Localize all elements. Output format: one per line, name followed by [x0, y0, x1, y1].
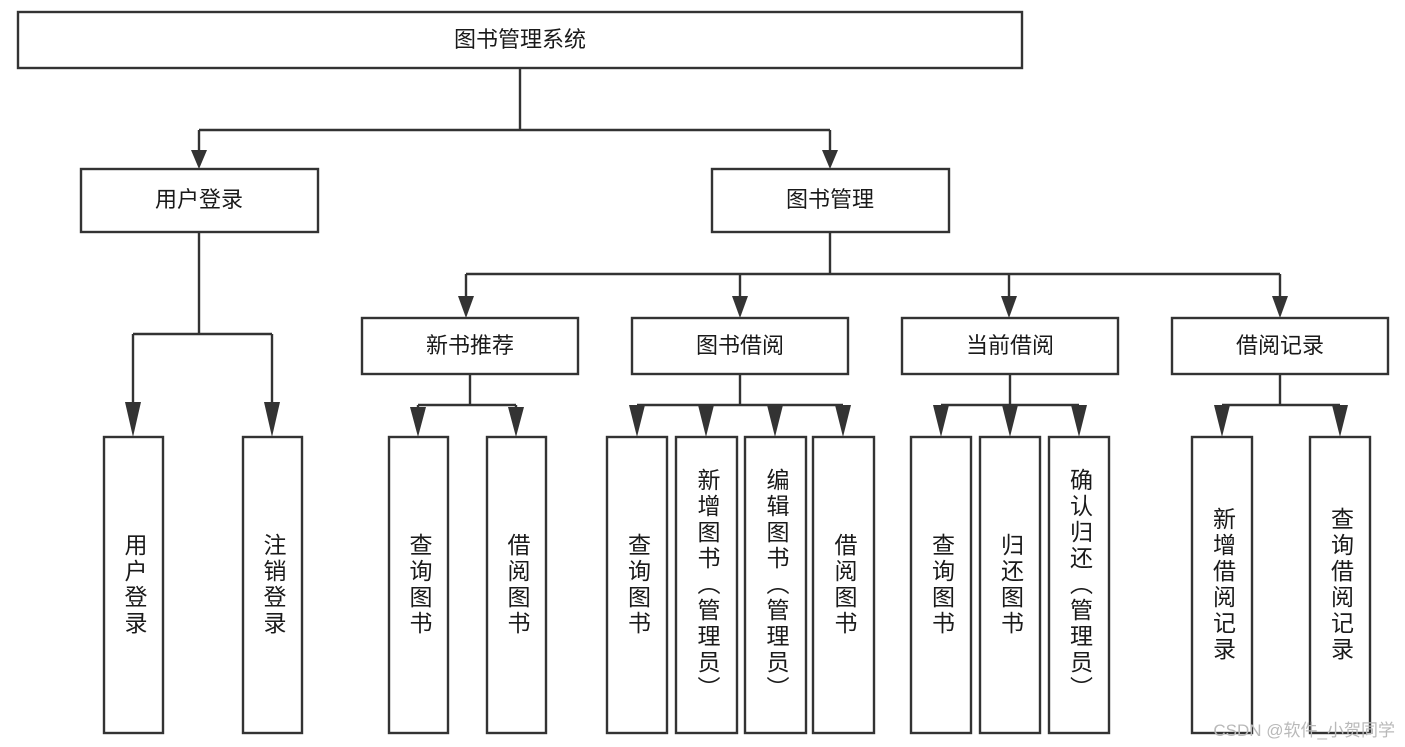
leaf-borrow-book-1-rect[interactable]: [485, 435, 548, 735]
arrowhead-leaf-edit-book: [767, 405, 783, 437]
node-borrow-record[interactable]: 借阅记录: [1170, 316, 1390, 376]
arrowhead-leaf-borrow-book-1: [508, 407, 524, 437]
node-new-book-recommend[interactable]: 新书推荐: [360, 316, 580, 376]
node-book-borrow[interactable]: 图书借阅: [630, 316, 850, 376]
node-book-borrow-rect[interactable]: [630, 316, 850, 376]
node-root-rect[interactable]: [16, 10, 1024, 70]
arrowhead-leaf-add-record: [1214, 405, 1230, 437]
leaf-query-book-3-rect[interactable]: [909, 435, 973, 735]
leaf-layer: [102, 435, 1372, 735]
node-new-book-recommend-rect[interactable]: [360, 316, 580, 376]
node-book-management-rect[interactable]: [710, 167, 951, 234]
node-book-management-label: 图书管理: [786, 187, 874, 212]
node-current-borrow[interactable]: 当前借阅: [900, 316, 1120, 376]
node-user-login[interactable]: 用户登录: [79, 167, 320, 234]
node-current-borrow-label: 当前借阅: [966, 333, 1054, 358]
arrowhead-leaf-add-book: [698, 405, 714, 437]
connector-layer: [125, 68, 1348, 437]
arrowhead-leaf-query-book-2: [629, 405, 645, 437]
arrowhead-leaf-query-record: [1332, 405, 1348, 437]
arrowhead-user-login: [191, 150, 207, 169]
leaf-return-book-rect[interactable]: [978, 435, 1042, 735]
arrowhead-leaf-user-login: [125, 402, 141, 437]
arrowhead-leaf-query-book-3: [933, 405, 949, 437]
arrowhead-leaf-confirm-return: [1071, 405, 1087, 437]
arrowhead-current-borrow: [1001, 296, 1017, 318]
leaf-borrow-book-2-rect[interactable]: [811, 435, 876, 735]
leaf-add-book-rect[interactable]: [674, 435, 739, 735]
node-borrow-record-rect[interactable]: [1170, 316, 1390, 376]
leaf-query-book-2-rect[interactable]: [605, 435, 669, 735]
leaf-edit-book-rect[interactable]: [743, 435, 808, 735]
arrowhead-leaf-query-book-1: [410, 407, 426, 437]
arrowhead-borrow-record: [1272, 296, 1288, 318]
arrowhead-leaf-logout: [264, 402, 280, 437]
node-borrow-record-label: 借阅记录: [1236, 333, 1324, 358]
arrowhead-new-book-recommend: [458, 296, 474, 318]
arrowhead-leaf-borrow-book-2: [835, 405, 851, 437]
node-root-label: 图书管理系统: [454, 27, 586, 52]
leaf-confirm-return-rect[interactable]: [1047, 435, 1111, 735]
arrowhead-leaf-return-book: [1002, 405, 1018, 437]
arrowhead-book-management: [822, 150, 838, 169]
node-user-login-label: 用户登录: [155, 187, 243, 212]
node-book-borrow-label: 图书借阅: [696, 333, 784, 358]
arrowhead-book-borrow: [732, 296, 748, 318]
node-root[interactable]: 图书管理系统: [16, 10, 1024, 70]
leaf-add-record-rect[interactable]: [1190, 435, 1254, 735]
node-book-management[interactable]: 图书管理: [710, 167, 951, 234]
leaf-query-record-rect[interactable]: [1308, 435, 1372, 735]
leaf-user-login-rect[interactable]: [102, 435, 165, 735]
node-current-borrow-rect[interactable]: [900, 316, 1120, 376]
node-user-login-rect[interactable]: [79, 167, 320, 234]
leaf-logout-rect[interactable]: [241, 435, 304, 735]
node-new-book-recommend-label: 新书推荐: [426, 333, 514, 358]
leaf-query-book-1-rect[interactable]: [387, 435, 450, 735]
